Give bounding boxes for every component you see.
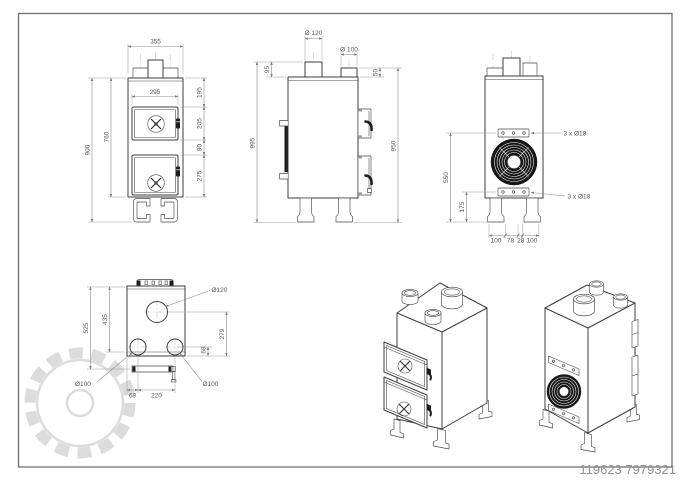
top-view: 525 435 279 68 68 220 Ø120 Ø100 Ø100	[75, 279, 230, 400]
iso-fan-coil	[546, 374, 582, 409]
top-dimensions: 525 435 279 68 68 220 Ø120 Ø100 Ø100	[75, 286, 228, 400]
rear-top-stubs	[486, 57, 538, 77]
dim-rear-bottom-seg-3: 28	[517, 238, 525, 245]
lower-door-handle	[364, 174, 373, 186]
top-outlet-left	[129, 338, 147, 356]
side-view: Ø 120 Ø 100 95 50 995 950	[250, 30, 402, 223]
dim-front-seg-between: 90	[197, 144, 204, 152]
label-top-flue: Ø120	[212, 287, 228, 294]
dim-top-outlet-edge-offset: 68	[129, 393, 137, 400]
lower-door-latch	[176, 166, 180, 177]
side-body	[287, 76, 359, 199]
dim-rear-bottom-seg-2: 78	[507, 238, 515, 245]
dim-top-depth-total: 525	[83, 322, 90, 333]
upper-door-handle	[364, 120, 373, 132]
iso-lower-bolt-strip	[548, 403, 580, 424]
dim-rear-bottom-seg-4: 100	[527, 238, 538, 245]
gear-watermark	[24, 347, 136, 459]
iso-front-pipes	[401, 286, 463, 325]
iso-upper-door	[383, 341, 432, 391]
iso-upper-bolt-strip	[548, 355, 580, 376]
upper-door-handwheel-icon	[147, 115, 165, 133]
label-rear-bolt-holes-upper: 3 x Ø18	[564, 131, 587, 138]
dim-front-width-total: 355	[150, 39, 161, 46]
iso-rear-legs	[539, 404, 640, 453]
front-upper-door	[131, 106, 180, 141]
side-outlet-stub	[340, 67, 358, 78]
sheet-border	[17, 12, 673, 468]
rear-fan-coil	[490, 138, 538, 186]
rear-upper-bolt-strip	[497, 128, 530, 138]
front-top-stubs	[132, 59, 179, 79]
dim-side-height-over-outlet: 950	[391, 140, 398, 151]
dim-front-seg-lower-door: 275	[197, 170, 204, 181]
label-rear-bolt-holes-lower: 3 x Ø18	[568, 194, 591, 201]
rear-view: 550 175 100 78 28 100 3 x Ø18 3 x Ø18	[443, 51, 591, 245]
dim-front-seg-upper-door: 205	[197, 118, 204, 129]
dim-side-height-over-flue: 995	[250, 137, 257, 148]
iso-lower-door	[383, 376, 432, 429]
iso-front-legs	[390, 400, 493, 450]
serial-number-watermark: 119623 7979321	[579, 462, 676, 477]
dim-top-outlet-spacing: 220	[151, 393, 162, 400]
dim-side-outlet-stub-height: 50	[373, 69, 380, 77]
dim-front-seg-top: 195	[197, 87, 204, 98]
isometric-front-view	[383, 282, 493, 450]
side-upper-door-edge	[357, 108, 373, 139]
dim-side-flue-stub-height: 95	[264, 66, 271, 74]
dim-top-outlet-to-front: 68	[201, 346, 208, 354]
rear-lower-bolt-strip	[497, 187, 530, 197]
dim-top-flue-to-front: 279	[219, 328, 226, 339]
top-body	[126, 285, 186, 357]
side-flue-stub	[304, 61, 323, 78]
isometric-rear-view	[539, 280, 640, 453]
side-dimensions: Ø 120 Ø 100 95 50 995 950	[250, 30, 400, 223]
upper-door-latch	[176, 118, 180, 129]
top-flue-opening	[146, 301, 168, 323]
side-legs	[297, 197, 353, 223]
side-rear-coil-edge	[279, 120, 289, 180]
dim-side-outlet-diameter: Ø 100	[340, 47, 358, 54]
front-lower-door	[131, 154, 180, 196]
front-view: 355 295 900 760 195 205 90 275	[85, 39, 207, 223]
front-legs	[133, 198, 178, 223]
rear-dimensions: 550 175 100 78 28 100 3 x Ø18 3 x Ø18	[443, 131, 591, 245]
label-top-outlet-left: Ø100	[75, 381, 91, 388]
dim-rear-bottom-seg-1: 100	[491, 238, 502, 245]
lower-door-handwheel-icon	[147, 174, 165, 192]
iso-rear-pipes	[573, 280, 628, 317]
dim-rear-height-lower-strip: 175	[459, 201, 466, 212]
dim-side-flue-diameter: Ø 120	[305, 30, 323, 37]
dim-front-door-width: 295	[150, 89, 161, 96]
dim-rear-height-upper-strip: 550	[443, 172, 450, 183]
rear-legs	[487, 197, 541, 223]
dim-front-height-total: 900	[85, 144, 92, 155]
top-rear-flange	[136, 279, 174, 287]
front-dimensions: 355 295 900 760 195 205 90 275	[85, 39, 206, 223]
iso-side-brackets	[631, 319, 639, 397]
label-top-outlet-right: Ø100	[203, 381, 219, 388]
top-front-door-edge	[131, 365, 177, 383]
dim-front-height-body: 760	[104, 131, 111, 142]
side-lower-door-edge	[357, 155, 373, 196]
dim-top-depth-to-flue: 435	[102, 314, 109, 325]
